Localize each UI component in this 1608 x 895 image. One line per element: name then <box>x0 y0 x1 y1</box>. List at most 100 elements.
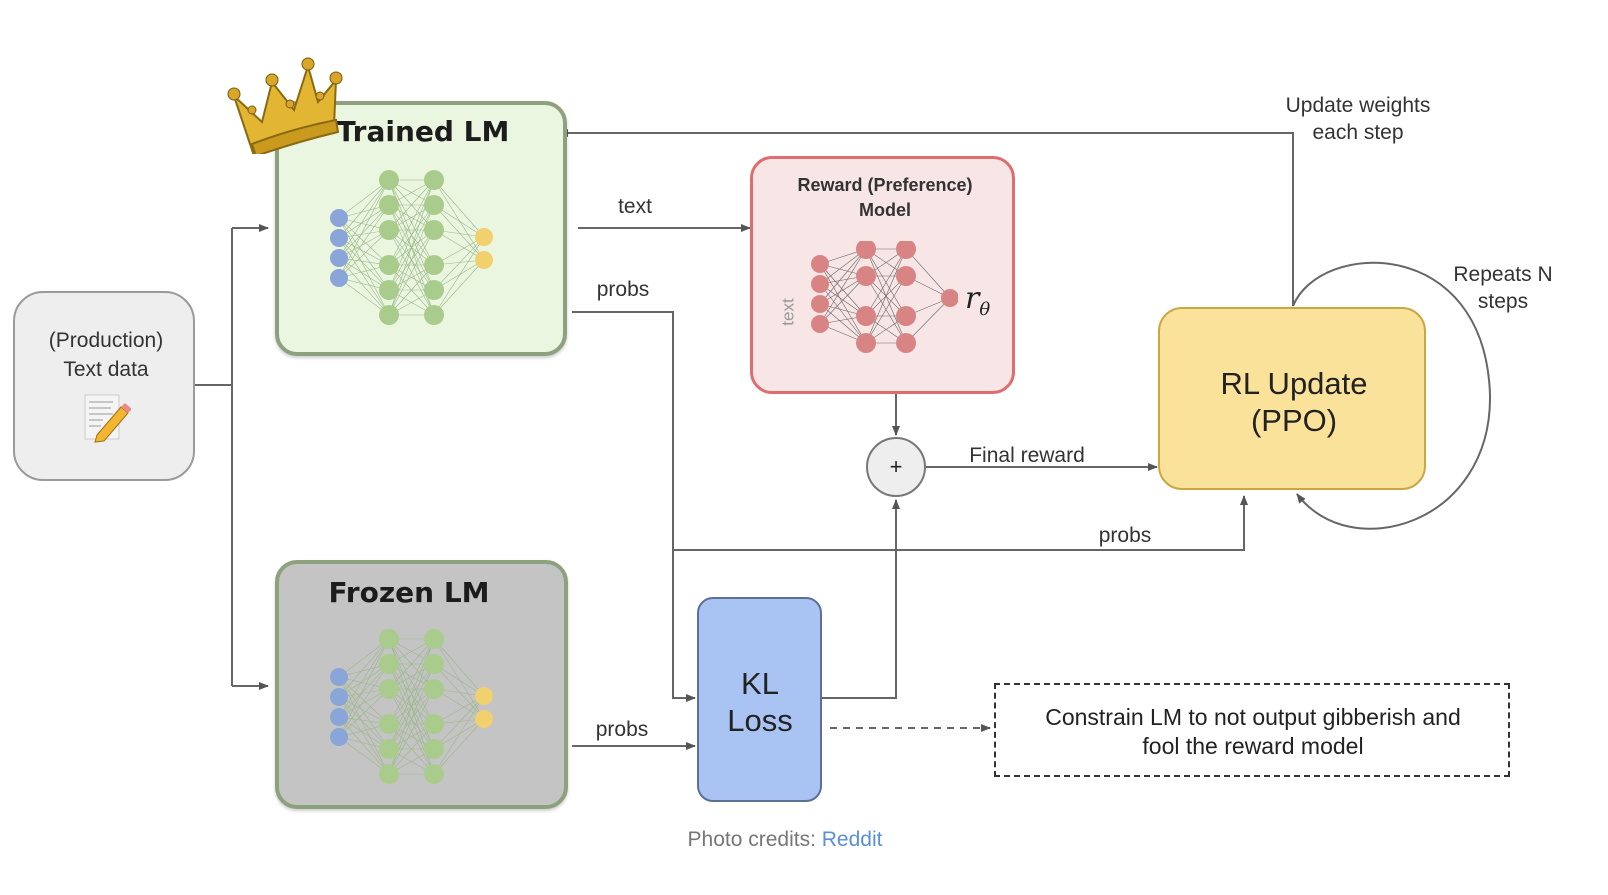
nn-node <box>811 295 829 313</box>
nn-edge <box>388 204 435 316</box>
edge-label-update-weights-2: each step <box>1312 121 1404 144</box>
nn-edge <box>433 663 485 720</box>
nn-edge <box>388 264 435 316</box>
nn-node <box>856 306 876 326</box>
trained-lm-node <box>275 101 567 356</box>
nn-node <box>379 170 399 190</box>
nn-node <box>424 654 444 674</box>
note-line-1: Constrain LM to not output gibberish and <box>1045 704 1461 730</box>
nn-edge <box>338 237 390 291</box>
nn-edge <box>433 638 485 720</box>
nn-edge <box>338 229 390 279</box>
nn-node <box>856 241 876 259</box>
nn-node <box>811 255 829 273</box>
nn-edge <box>338 204 390 279</box>
rl-update-label-2: (PPO) <box>1250 403 1338 438</box>
neural-network-icon <box>330 170 493 325</box>
nn-edge <box>388 638 435 690</box>
nn-edge <box>433 718 485 775</box>
kl-loss-node: KL Loss <box>697 597 822 802</box>
sum-node: + <box>866 437 926 497</box>
trained-lm-title: Trained LM <box>336 115 510 148</box>
neural-network-icon <box>330 629 493 784</box>
nn-edge <box>433 236 485 316</box>
memo-pencil-icon <box>84 394 131 443</box>
nn-edge <box>338 696 390 750</box>
nn-node <box>379 739 399 759</box>
kl-loss-label-1: KL <box>741 666 779 701</box>
nn-node <box>424 220 444 240</box>
note-line-2: fool the reward model <box>1142 733 1364 759</box>
nn-node <box>424 629 444 649</box>
frozen-lm-node: Frozen LM <box>275 560 568 809</box>
nn-edge <box>433 179 485 238</box>
nn-node <box>330 708 348 726</box>
nn-edge <box>905 248 951 299</box>
reward-model-label-2: Model <box>859 200 911 220</box>
nn-edge <box>819 248 867 305</box>
nn-node <box>941 289 958 307</box>
nn-node <box>330 688 348 706</box>
nn-node <box>424 280 444 300</box>
nn-edge <box>388 723 435 775</box>
nn-edge <box>338 204 390 259</box>
nn-edge <box>819 263 867 344</box>
reward-input-label: text <box>778 298 798 326</box>
edge-label-text: text <box>618 195 652 218</box>
nn-edge <box>338 638 390 718</box>
nn-node <box>856 333 876 353</box>
edge-kl-to-sum <box>822 499 900 699</box>
rl-update-node: RL Update (PPO) <box>1158 307 1426 490</box>
nn-edge <box>388 179 435 291</box>
nn-edge <box>433 236 485 291</box>
nn-edge <box>338 736 390 775</box>
nn-edge <box>338 179 390 239</box>
text-data-label-2: Text data <box>63 358 149 381</box>
photo-credits: Photo credits: Reddit <box>688 826 883 854</box>
nn-node <box>330 249 348 267</box>
nn-node <box>896 306 916 326</box>
text-data-node: (Production) Text data <box>13 291 195 481</box>
nn-node <box>379 714 399 734</box>
nn-edge <box>433 638 485 697</box>
nn-node <box>896 333 916 353</box>
credits-link[interactable]: Reddit <box>821 828 883 851</box>
nn-edge <box>865 248 907 344</box>
nn-node <box>330 668 348 686</box>
nn-node <box>424 679 444 699</box>
nn-edge <box>865 275 907 344</box>
nn-node <box>424 195 444 215</box>
nn-edge <box>388 638 435 725</box>
nn-edge <box>433 695 485 775</box>
nn-edge <box>338 676 390 775</box>
nn-node <box>330 728 348 746</box>
reward-output-subscript: θ <box>979 299 991 320</box>
nn-edge <box>819 303 867 344</box>
nn-node <box>379 195 399 215</box>
nn-node <box>811 315 829 333</box>
nn-node <box>379 679 399 699</box>
nn-node <box>424 739 444 759</box>
nn-edge <box>433 259 485 316</box>
edge-data-split <box>195 228 233 686</box>
frozen-lm-title: Frozen LM <box>328 576 490 609</box>
nn-edge <box>388 179 435 231</box>
nn-node <box>475 251 493 269</box>
nn-edge <box>388 179 435 266</box>
nn-edge <box>388 663 435 775</box>
text-data-label-1: (Production) <box>48 329 164 352</box>
credits-prefix: Photo credits: <box>687 828 822 851</box>
nn-node <box>424 305 444 325</box>
nn-edge <box>388 229 435 316</box>
nn-edge <box>338 638 390 678</box>
nn-edge <box>338 638 390 738</box>
nn-edge <box>338 696 390 775</box>
edge-label-probs-trained: probs <box>596 278 650 301</box>
nn-node <box>379 654 399 674</box>
nn-node <box>424 170 444 190</box>
nn-edge <box>433 695 485 750</box>
nn-edge <box>819 283 867 344</box>
nn-edge <box>338 277 390 316</box>
nn-node <box>475 710 493 728</box>
